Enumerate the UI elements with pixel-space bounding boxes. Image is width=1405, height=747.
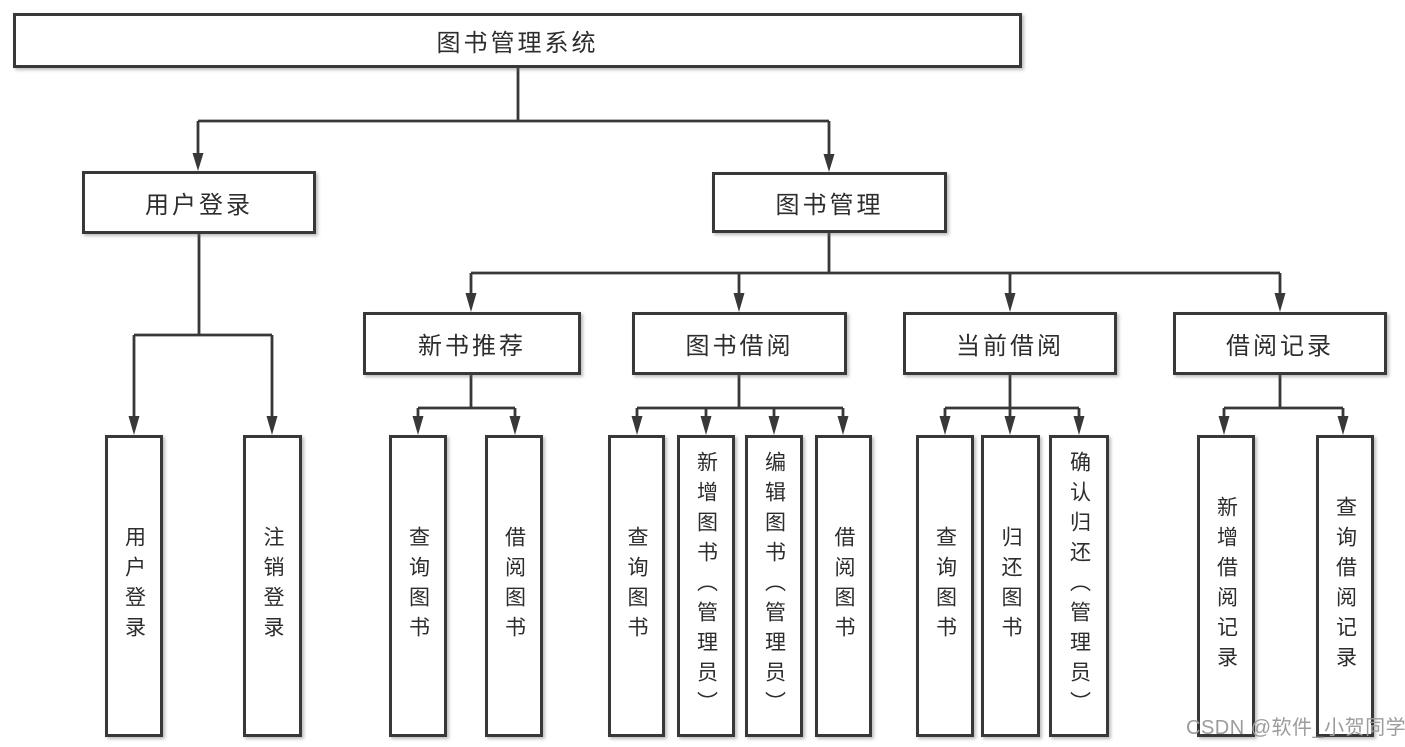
arrow-down-icon: [837, 416, 849, 435]
leaf-query-books: 查询图书: [916, 435, 974, 737]
node-label: 查询图书: [933, 526, 957, 646]
connector-borrow-record-to-children: [1218, 375, 1349, 435]
arrow-down-icon: [1274, 293, 1286, 312]
leaf-user-login: 用户登录: [105, 435, 163, 737]
watermark: CSDN @软件_小贺同学: [1186, 717, 1405, 739]
node-label: 注销登录: [261, 526, 284, 646]
connector-book-borrow-to-children: [631, 375, 849, 435]
connector-root-to-level2: [192, 67, 835, 172]
arrow-down-icon: [1073, 416, 1085, 435]
leaf-add-borrow-record: 新增借阅记录: [1197, 435, 1255, 737]
node-label: 编辑图书（管理员）: [762, 451, 786, 721]
arrow-down-icon: [768, 416, 780, 435]
node-book-management: 图书管理: [712, 172, 947, 233]
node-book-borrow: 图书借阅: [632, 312, 847, 375]
arrow-down-icon: [631, 416, 643, 435]
arrow-down-icon: [1004, 293, 1016, 312]
node-label: 借阅图书: [502, 526, 526, 646]
leaf-query-borrow-record: 查询借阅记录: [1316, 435, 1374, 737]
arrow-down-icon: [266, 416, 278, 435]
arrow-down-icon: [128, 416, 140, 435]
leaf-logout: 注销登录: [243, 435, 302, 737]
leaf-confirm-return-admin: 确认归还（管理员）: [1049, 435, 1109, 737]
arrow-down-icon: [700, 416, 712, 435]
leaf-return-books: 归还图书: [981, 435, 1040, 737]
connector-user-login-to-children: [128, 233, 278, 435]
node-label: 用户登录: [145, 192, 253, 219]
connector-book-management-to-level3: [465, 233, 1286, 312]
connector-current-borrow-to-children: [939, 375, 1085, 435]
arrow-down-icon: [509, 416, 521, 435]
node-label: 当前借阅: [956, 333, 1064, 360]
leaf-borrow-books: 借阅图书: [815, 435, 872, 737]
node-label: 图书借阅: [685, 333, 794, 360]
arrow-down-icon: [412, 416, 424, 435]
arrow-down-icon: [192, 153, 204, 171]
node-label: 用户登录: [122, 526, 146, 646]
leaf-query-books: 查询图书: [389, 435, 447, 737]
arrow-down-icon: [823, 154, 835, 172]
node-label: 归还图书: [999, 526, 1022, 646]
leaf-borrow-books: 借阅图书: [485, 435, 543, 737]
node-label: 查询借阅记录: [1333, 496, 1357, 676]
node-label: 借阅记录: [1226, 333, 1334, 360]
connector-new-book-recommend-to-children: [412, 375, 521, 435]
arrow-down-icon: [465, 293, 477, 312]
node-borrow-record: 借阅记录: [1173, 312, 1387, 375]
leaf-edit-book-admin: 编辑图书（管理员）: [745, 435, 803, 737]
node-label: 新增借阅记录: [1214, 496, 1238, 676]
node-label: 图书管理: [775, 192, 884, 219]
node-label: 新书推荐: [418, 333, 526, 360]
node-label: 新增图书（管理员）: [694, 451, 718, 721]
leaf-add-book-admin: 新增图书（管理员）: [677, 435, 735, 737]
leaf-query-books: 查询图书: [608, 435, 665, 737]
node-label: 图书管理系统: [436, 30, 599, 57]
arrow-down-icon: [1337, 416, 1349, 435]
node-library-management-system: 图书管理系统: [13, 13, 1022, 68]
node-user-login: 用户登录: [82, 171, 316, 234]
node-label: 借阅图书: [832, 526, 855, 646]
node-label: 查询图书: [625, 526, 648, 646]
node-new-book-recommend: 新书推荐: [363, 312, 581, 375]
node-current-borrow: 当前借阅: [903, 312, 1117, 375]
node-label: 查询图书: [406, 526, 430, 646]
arrow-down-icon: [1004, 416, 1016, 435]
arrow-down-icon: [733, 293, 745, 312]
arrow-down-icon: [939, 416, 951, 435]
arrow-down-icon: [1218, 416, 1230, 435]
node-label: 确认归还（管理员）: [1067, 451, 1091, 721]
